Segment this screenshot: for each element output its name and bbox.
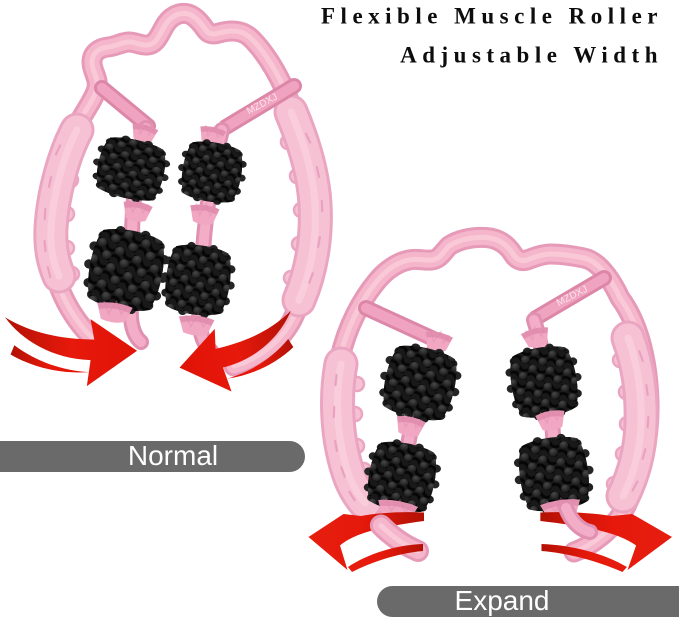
svg-text:Flexible Muscle Roller: Flexible Muscle Roller xyxy=(321,4,663,29)
svg-text:Normal: Normal xyxy=(128,440,218,471)
svg-text:Expand: Expand xyxy=(455,585,550,616)
svg-text:Adjustable Width: Adjustable Width xyxy=(400,43,663,68)
